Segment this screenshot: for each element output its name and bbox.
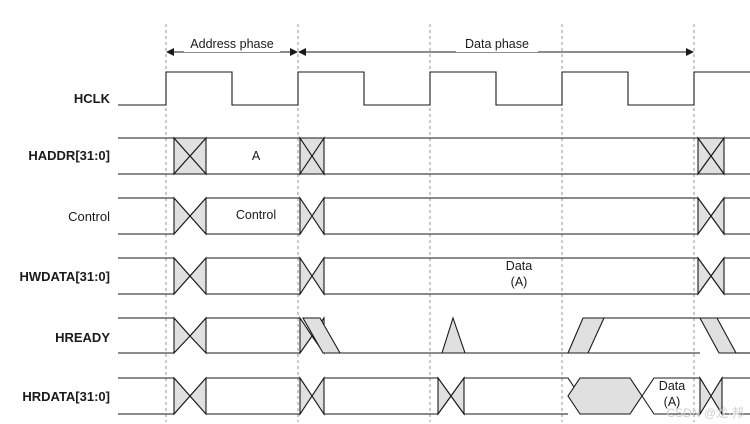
signal-label-hclk: HCLK [74,91,111,106]
control-value: Control [236,208,276,222]
data-phase-arrow: Data phase [298,36,694,56]
data-phase-label: Data phase [465,37,529,51]
haddr-value: A [252,149,261,163]
signal-label-control: Control [68,209,110,224]
signal-label-haddr: HADDR[31:0] [28,148,110,163]
hwdata-value-line1: Data [506,259,532,273]
watermark: CSDN @龙·邦 [666,406,744,420]
hclk-waveform [118,71,750,106]
signal-labels: HCLK HADDR[31:0] Control HWDATA[31:0] HR… [19,91,110,404]
hrdata-value-line2: (A) [664,395,681,409]
signal-label-hrdata: HRDATA[31:0] [22,389,110,404]
hrdata-waveform: Data (A) [118,376,750,416]
address-phase-label: Address phase [190,37,273,51]
hwdata-waveform: Data (A) [118,256,750,296]
control-waveform: Control [118,196,750,236]
hrdata-value-line1: Data [659,379,685,393]
signal-label-hready: HREADY [55,330,110,345]
haddr-waveform: A [118,136,750,176]
hwdata-value-line2: (A) [511,275,528,289]
signal-label-hwdata: HWDATA[31:0] [19,269,110,284]
hready-waveform [118,316,750,355]
address-phase-arrow: Address phase [166,36,298,56]
